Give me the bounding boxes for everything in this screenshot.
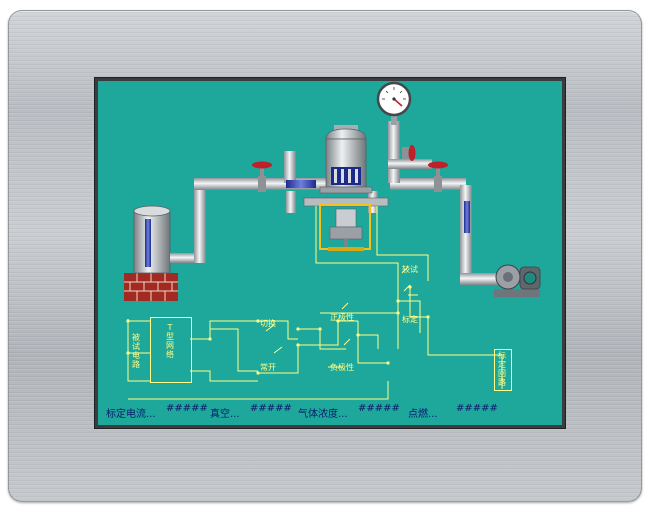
calibration-loop-label: 标定回路 <box>498 351 506 387</box>
brick-furnace <box>124 273 178 301</box>
switch-label: 切换 <box>260 319 276 328</box>
calibrate-current-value: ##### <box>166 403 208 414</box>
valve-gauge <box>402 145 416 161</box>
negative-polarity-label: 负极性 <box>330 363 354 372</box>
t-network-box <box>150 317 192 383</box>
reaction-vessel <box>303 125 389 207</box>
wiring-junctions <box>126 285 430 375</box>
valve-right <box>428 161 448 192</box>
ignition-label: 点燃... <box>408 409 438 420</box>
process-diagram <box>124 81 541 400</box>
gas-concentration-value: ##### <box>358 403 400 414</box>
normally-open-label: 常开 <box>260 363 276 372</box>
vacuum-label: 真空... <box>210 409 240 420</box>
t-network-label: T型网络 <box>166 323 174 359</box>
switch-contacts <box>265 266 411 354</box>
gas-concentration-label: 气体浓度... <box>298 409 348 420</box>
control-wiring <box>127 206 503 400</box>
calibration-loop-box <box>494 349 512 391</box>
actuator-valve <box>319 204 371 251</box>
flow-indicator-left <box>286 180 316 188</box>
pump-motor <box>494 264 541 297</box>
vacuum-value: ##### <box>250 403 292 414</box>
hmi-screen: T型网络 标定回路 被试电路 切换 常开 正极性 负极性 较试 标定 标定电流.… <box>98 81 562 425</box>
pressure-gauge <box>376 81 412 125</box>
valve-left <box>252 161 272 192</box>
positive-polarity-label: 正极性 <box>330 313 354 322</box>
test-circuit-label: 被试电路 <box>132 333 140 369</box>
flow-indicator-right <box>464 201 470 233</box>
calibrate-test-label: 较试 <box>402 265 418 274</box>
calibrate-label: 标定 <box>402 315 418 324</box>
calibrate-current-label: 标定电流... <box>106 409 156 420</box>
ignition-value: ##### <box>456 403 498 414</box>
storage-tank <box>133 205 171 274</box>
